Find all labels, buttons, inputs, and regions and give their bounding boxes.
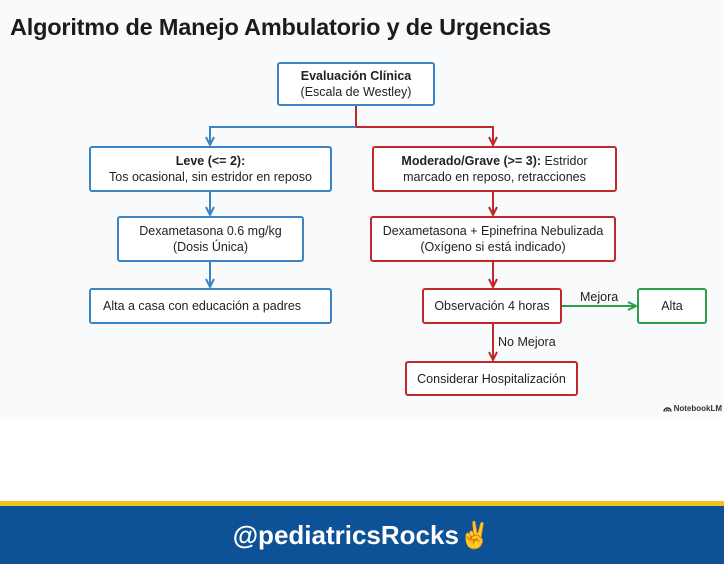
node-mild-desc: Tos ocasional, sin estridor en reposo bbox=[109, 170, 312, 184]
diagram-title: Algoritmo de Manejo Ambulatorio y de Urg… bbox=[10, 14, 551, 40]
node-dexa-epi-line1: Dexametasona + Epinefrina Nebulizada bbox=[382, 224, 604, 238]
edge-evaluation-to-mild bbox=[210, 126, 356, 145]
node-evaluation-title: Evaluación Clínica bbox=[300, 69, 412, 83]
node-hospitalization-label: Considerar Hospitalización bbox=[417, 371, 566, 386]
node-hospitalization: Considerar Hospitalización bbox=[405, 361, 578, 396]
node-mild: Leve (<= 2): Tos ocasional, sin estridor… bbox=[89, 146, 332, 192]
node-dexa: Dexametasona 0.6 mg/kg (Dosis Única) bbox=[117, 216, 304, 262]
node-moderate-line1-rest: Estridor bbox=[541, 154, 588, 168]
notebooklm-logo-icon bbox=[662, 407, 672, 412]
notebooklm-label: NotebookLM bbox=[673, 404, 722, 413]
node-moderate: Moderado/Grave (>= 3): Estridor marcado … bbox=[372, 146, 617, 192]
node-mild-title: Leve (<= 2): bbox=[175, 154, 246, 168]
notebooklm-brand: NotebookLM bbox=[662, 404, 722, 413]
node-discharge: Alta bbox=[637, 288, 707, 324]
node-dexa-line2: (Dosis Única) bbox=[172, 240, 248, 254]
edge-evaluation-to-moderate bbox=[356, 126, 493, 145]
victory-hand-icon: ✌️ bbox=[458, 520, 492, 550]
footer-handle: @pediatricsRocks✌️ bbox=[0, 520, 724, 551]
edge-label-improves: Mejora bbox=[580, 290, 619, 304]
node-dexa-epi: Dexametasona + Epinefrina Nebulizada (Ox… bbox=[370, 216, 616, 262]
flow-connectors bbox=[0, 106, 724, 417]
node-moderate-line1: Moderado/Grave (>= 3): Estridor bbox=[401, 153, 587, 169]
node-moderate-desc: marcado en reposo, retracciones bbox=[403, 170, 586, 184]
diagram-slide: Algoritmo de Manejo Ambulatorio y de Urg… bbox=[0, 14, 724, 417]
node-moderate-title: Moderado/Grave (>= 3): bbox=[401, 154, 542, 168]
node-evaluation: Evaluación Clínica (Escala de Westley) bbox=[277, 62, 435, 106]
node-observation-label: Observación 4 horas bbox=[434, 299, 550, 313]
node-dexa-epi-line2: (Oxígeno si está indicado) bbox=[420, 240, 566, 254]
node-discharge-home: Alta a casa con educación a padres bbox=[89, 288, 332, 324]
node-dexa-line1: Dexametasona 0.6 mg/kg bbox=[139, 224, 282, 238]
node-evaluation-subtitle: (Escala de Westley) bbox=[300, 85, 412, 99]
footer-bar bbox=[0, 506, 724, 564]
node-observation: Observación 4 horas bbox=[422, 288, 562, 324]
node-discharge-home-label: Alta a casa con educación a padres bbox=[103, 299, 302, 313]
node-discharge-label: Alta bbox=[661, 299, 683, 313]
footer-handle-text: @pediatricsRocks bbox=[232, 520, 459, 550]
footer-accent-line bbox=[0, 501, 724, 506]
edge-label-no-improvement: No Mejora bbox=[498, 335, 556, 349]
